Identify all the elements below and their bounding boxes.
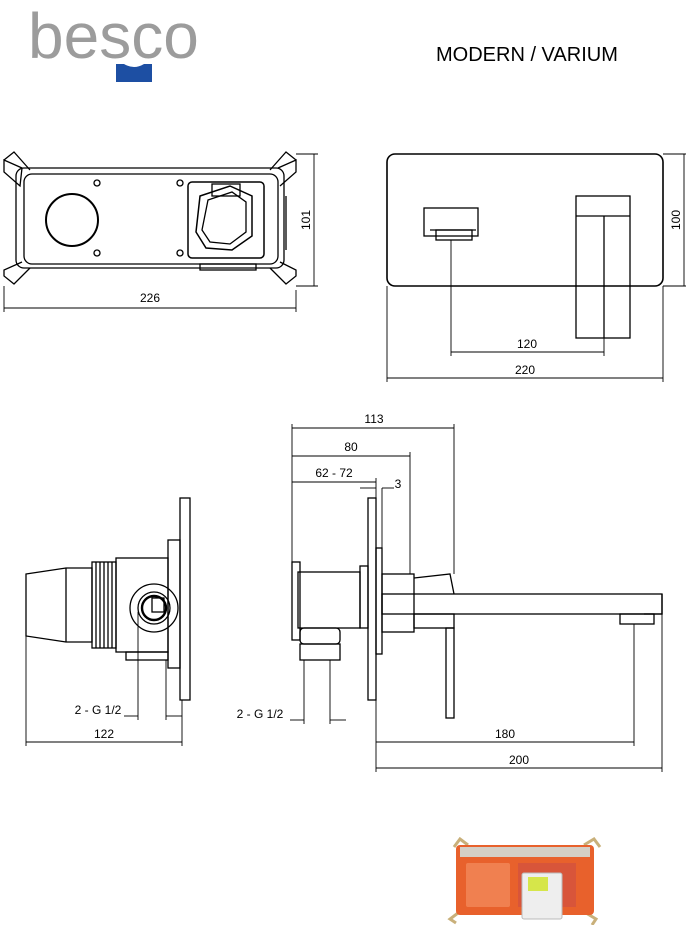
- dim-lines-body-side: [25, 612, 183, 746]
- mixer-side-view: [291, 497, 663, 719]
- besco-logo-icon: besco: [28, 0, 199, 82]
- dim-label-total-depth: 113: [364, 412, 383, 426]
- dim-label-spout-offset: 120: [517, 337, 537, 351]
- dim-label-plate-width: 220: [515, 363, 535, 377]
- brand-logo: besco: [28, 0, 243, 90]
- plate-front-view: [386, 153, 664, 339]
- brand-name: besco: [28, 6, 199, 72]
- dim-label-wall-range: 62 - 72: [315, 466, 353, 480]
- dim-label-total-reach: 200: [509, 753, 529, 767]
- concealed-body-photo-icon: [447, 836, 602, 925]
- dim-label-plate-height: 100: [669, 210, 683, 230]
- dim-label-body-width: 226: [140, 291, 160, 305]
- dim-lines-front: [3, 153, 318, 312]
- body-front-view: [3, 151, 297, 285]
- body-side-view: [25, 497, 191, 701]
- dim-label-thread-left: 2 - G 1/2: [75, 703, 122, 717]
- dim-label-depth-80: 80: [344, 440, 358, 454]
- dim-lines-mixer-side: [290, 424, 663, 772]
- dim-label-plate-thickness: 3: [395, 477, 402, 491]
- dim-label-body-height: 101: [299, 210, 313, 230]
- brand-accent-mark: [116, 64, 152, 82]
- dim-lines-plate: [386, 153, 686, 382]
- dim-label-thread-center: 2 - G 1/2: [237, 707, 284, 721]
- series-title: MODERN / VARIUM: [436, 44, 618, 66]
- dim-label-body-depth: 122: [94, 727, 114, 741]
- dim-label-spout-reach: 180: [495, 727, 515, 741]
